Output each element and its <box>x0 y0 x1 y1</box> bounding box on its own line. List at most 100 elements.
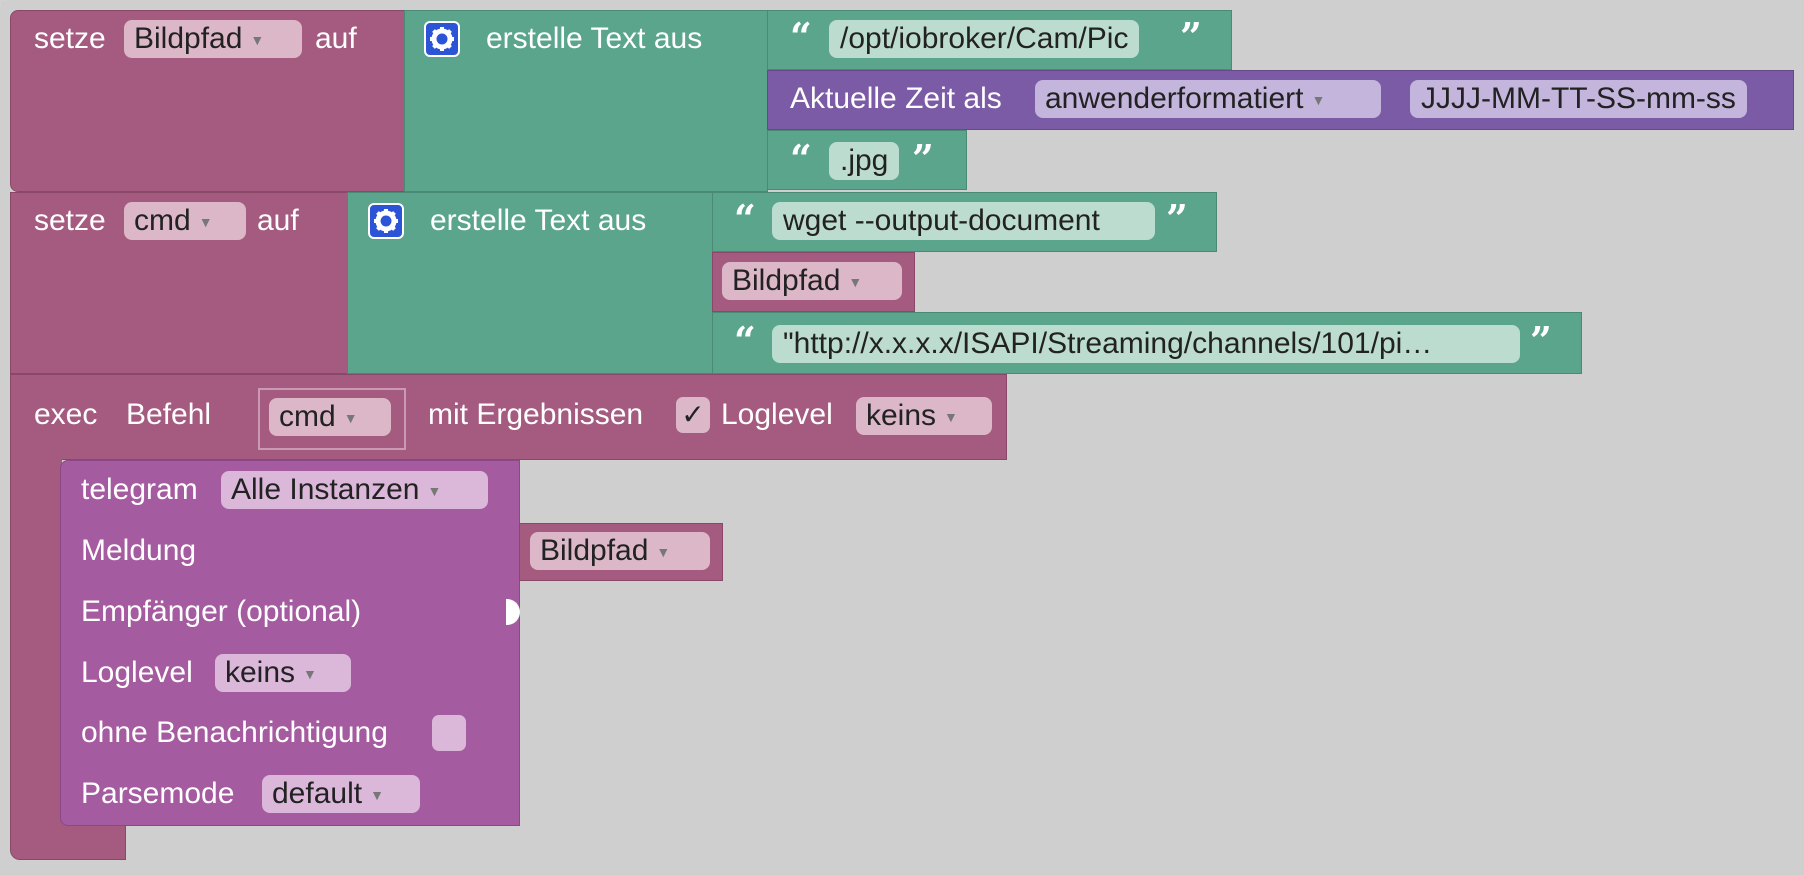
grid-dot <box>1514 190 1521 197</box>
grid-dot <box>1274 10 1281 17</box>
silent-checkbox[interactable] <box>432 715 466 751</box>
telegram-instance-dropdown[interactable]: Alle Instanzen▼ <box>221 471 488 509</box>
text-field-wget[interactable]: wget --output-document <box>772 202 1155 240</box>
exec-label: exec <box>34 398 98 431</box>
grid-dot <box>650 730 657 737</box>
grid-dot <box>1370 490 1377 497</box>
grid-dot <box>602 670 609 677</box>
grid-dot <box>602 730 609 737</box>
grid-dot <box>794 610 801 617</box>
variable-dropdown-cmd[interactable]: cmd▼ <box>124 202 246 240</box>
dropdown-arrow-icon: ▼ <box>343 410 358 427</box>
grid-dot <box>1130 130 1137 137</box>
text-field-url[interactable]: "http://x.x.x.x/ISAPI/Streaming/channels… <box>772 325 1520 363</box>
grid-dot <box>1418 490 1425 497</box>
grid-dot <box>1130 610 1137 617</box>
grid-dot <box>602 790 609 797</box>
grid-dot <box>1178 730 1185 737</box>
grid-dot <box>1466 670 1473 677</box>
dropdown-arrow-icon: ▼ <box>250 32 265 49</box>
grid-dot <box>1562 730 1569 737</box>
grid-dot <box>746 490 753 497</box>
grid-dot <box>1754 730 1761 737</box>
parsemode-dropdown[interactable]: default▼ <box>262 775 420 813</box>
text-field-ext[interactable]: .jpg <box>829 142 900 180</box>
time-format-dropdown[interactable]: anwenderformatiert▼ <box>1035 80 1381 118</box>
grid-dot <box>1754 490 1761 497</box>
grid-dot <box>1274 190 1281 197</box>
gear-icon[interactable] <box>424 21 460 57</box>
grid-dot <box>938 610 945 617</box>
telegram-block[interactable] <box>60 460 520 826</box>
grid-dot <box>170 850 177 857</box>
grid-dot <box>1418 550 1425 557</box>
grid-dot <box>1274 730 1281 737</box>
grid-dot <box>794 850 801 857</box>
grid-dot <box>1514 130 1521 137</box>
grid-dot <box>986 610 993 617</box>
variable-name: Bildpfad <box>540 534 649 567</box>
grid-dot <box>1610 250 1617 257</box>
grid-dot <box>938 250 945 257</box>
grid-dot <box>1226 670 1233 677</box>
grid-dot <box>1274 610 1281 617</box>
grid-dot <box>842 730 849 737</box>
grid-dot <box>1706 610 1713 617</box>
grid-dot <box>1274 850 1281 857</box>
join-label: erstelle Text aus <box>486 22 703 55</box>
grid-dot <box>1658 550 1665 557</box>
recipient-label: Empfänger (optional) <box>81 595 362 628</box>
loglevel-dropdown[interactable]: keins▼ <box>856 397 992 435</box>
grid-dot <box>1610 790 1617 797</box>
grid-dot <box>890 490 897 497</box>
text-field-path[interactable]: /opt/iobroker/Cam/Pic <box>829 20 1140 58</box>
parsemode-value: default <box>272 777 363 810</box>
grid-dot <box>1658 130 1665 137</box>
variable-dropdown-bildpfad[interactable]: Bildpfad▼ <box>124 20 302 58</box>
time-pattern-field[interactable]: JJJJ-MM-TT-SS-mm-ss <box>1410 80 1747 118</box>
variable-dropdown-cmd[interactable]: cmd ▼ <box>269 398 391 436</box>
grid-dot <box>1034 550 1041 557</box>
grid-dot <box>1274 250 1281 257</box>
grid-dot <box>1610 670 1617 677</box>
grid-dot <box>1418 10 1425 17</box>
grid-dot <box>1370 130 1377 137</box>
grid-dot <box>1466 550 1473 557</box>
grid-dot <box>794 550 801 557</box>
grid-dot <box>1226 730 1233 737</box>
grid-dot <box>1562 190 1569 197</box>
grid-dot <box>1418 850 1425 857</box>
variable-dropdown-bildpfad[interactable]: Bildpfad▼ <box>530 532 710 570</box>
grid-dot <box>698 790 705 797</box>
grid-dot <box>1610 730 1617 737</box>
exec-block[interactable] <box>10 374 1007 460</box>
grid-dot <box>794 490 801 497</box>
grid-dot <box>986 490 993 497</box>
grid-dot <box>1658 190 1665 197</box>
quote-open-icon: “ <box>790 14 812 59</box>
results-checkbox[interactable]: ✓ <box>676 397 710 433</box>
grid-dot <box>1178 610 1185 617</box>
grid-dot <box>1706 190 1713 197</box>
grid-dot <box>1610 130 1617 137</box>
grid-dot <box>1658 850 1665 857</box>
grid-dot <box>698 730 705 737</box>
grid-dot <box>1658 730 1665 737</box>
gear-icon[interactable] <box>368 203 404 239</box>
recipient-input-socket[interactable] <box>506 599 520 625</box>
grid-dot <box>1130 670 1137 677</box>
to-label: auf <box>315 22 357 55</box>
variable-name: cmd <box>279 400 336 433</box>
grid-dot <box>1370 10 1377 17</box>
grid-dot <box>1178 250 1185 257</box>
grid-dot <box>1706 550 1713 557</box>
grid-dot <box>842 790 849 797</box>
variable-name: Bildpfad <box>732 264 841 297</box>
telegram-loglevel-dropdown[interactable]: keins▼ <box>215 654 351 692</box>
grid-dot <box>842 850 849 857</box>
join-text-block[interactable] <box>404 10 768 192</box>
grid-dot <box>1514 730 1521 737</box>
grid-dot <box>746 850 753 857</box>
variable-dropdown-bildpfad[interactable]: Bildpfad▼ <box>722 262 902 300</box>
quote-open-icon: “ <box>734 196 756 241</box>
